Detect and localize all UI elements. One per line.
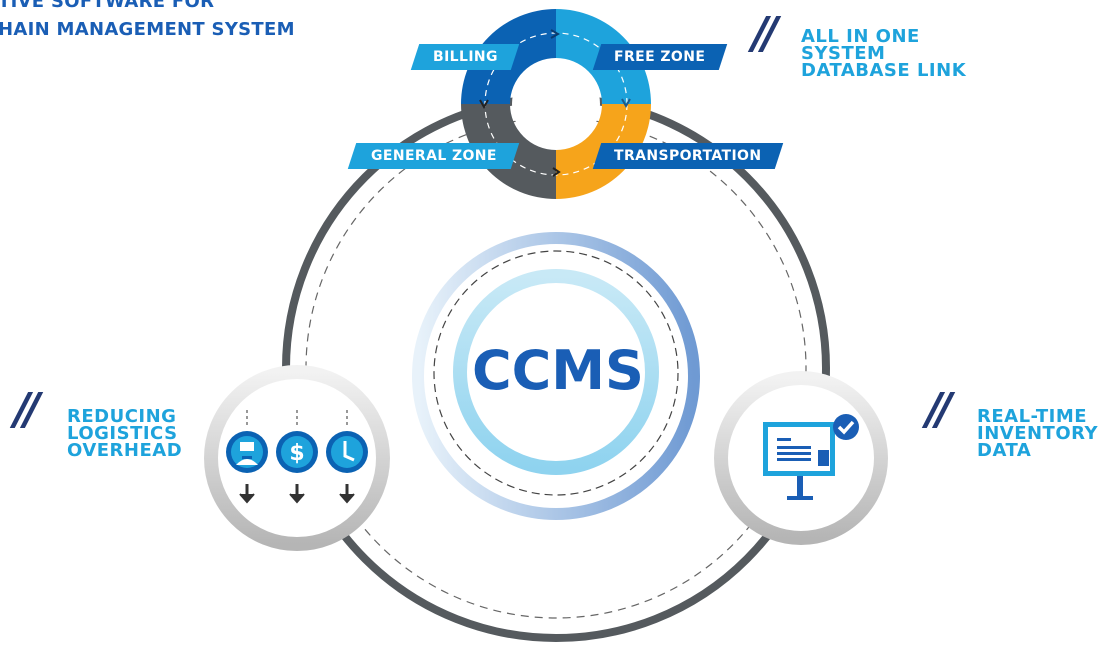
callout-reducing-overhead: REDUCING LOGISTICS OVERHEAD bbox=[67, 406, 183, 461]
checkmark-icon bbox=[833, 414, 859, 440]
callout-real-time-inventory: REAL-TIME INVENTORY DATA bbox=[977, 406, 1099, 461]
callout-reducing-line-3: OVERHEAD bbox=[67, 440, 183, 461]
quote-mark-top-right: // bbox=[752, 8, 778, 59]
tag-billing-label: BILLING bbox=[432, 49, 498, 65]
page-heading: TIVE SOFTWARE FOR HAIN MANAGEMENT SYSTEM bbox=[0, 0, 295, 44]
tag-free-zone: FREE ZONE bbox=[592, 44, 728, 70]
tag-general-zone: GENERAL ZONE bbox=[347, 143, 520, 169]
tag-transportation: TRANSPORTATION bbox=[592, 143, 784, 169]
callout-all-in-one-line-3: DATABASE LINK bbox=[801, 60, 967, 81]
seam-chevron-bottom bbox=[552, 167, 561, 177]
callout-reducing-line-1: REDUCING bbox=[67, 406, 177, 427]
clock-icon bbox=[326, 431, 368, 473]
tag-free-zone-label: FREE ZONE bbox=[614, 49, 706, 65]
ring-center-hole bbox=[512, 60, 600, 148]
heading-line-2: HAIN MANAGEMENT SYSTEM bbox=[0, 19, 295, 40]
seam-chevron-top bbox=[550, 29, 561, 39]
callout-real-time-line-3: DATA bbox=[977, 440, 1032, 461]
seam-chevron-right bbox=[621, 98, 631, 109]
quote-mark-left: // bbox=[14, 384, 40, 435]
ccms-inner-ring bbox=[453, 269, 659, 475]
tag-general-zone-label: GENERAL ZONE bbox=[370, 148, 497, 164]
seam-chevron-left bbox=[479, 99, 489, 110]
callout-all-in-one-line-1: ALL IN ONE bbox=[801, 26, 920, 47]
heading-line-1: TIVE SOFTWARE FOR bbox=[0, 0, 215, 12]
ccms-label: CCMS bbox=[472, 339, 644, 402]
callout-real-time-line-2: INVENTORY bbox=[977, 423, 1099, 444]
quote-mark-right: // bbox=[926, 384, 952, 435]
person-icon bbox=[226, 431, 268, 473]
inventory-node bbox=[714, 371, 888, 545]
ccms-outer-ring bbox=[412, 232, 700, 520]
down-arrow-icon bbox=[239, 484, 355, 504]
callout-real-time-line-1: REAL-TIME bbox=[977, 406, 1088, 427]
module-ring bbox=[461, 9, 651, 199]
callout-reducing-line-2: LOGISTICS bbox=[67, 423, 178, 444]
callout-all-in-one: ALL IN ONE SYSTEM DATABASE LINK bbox=[801, 26, 967, 81]
tag-billing: BILLING bbox=[410, 44, 520, 70]
logistics-node: $ bbox=[204, 365, 390, 551]
tag-transportation-label: TRANSPORTATION bbox=[614, 148, 762, 164]
dollar-icon: $ bbox=[276, 431, 318, 473]
svg-text:$: $ bbox=[289, 441, 304, 466]
callout-all-in-one-line-2: SYSTEM bbox=[801, 43, 886, 64]
ccms-dashed-ring bbox=[433, 250, 679, 496]
ccms-emblem bbox=[412, 232, 700, 520]
monitor-icon bbox=[763, 422, 835, 500]
